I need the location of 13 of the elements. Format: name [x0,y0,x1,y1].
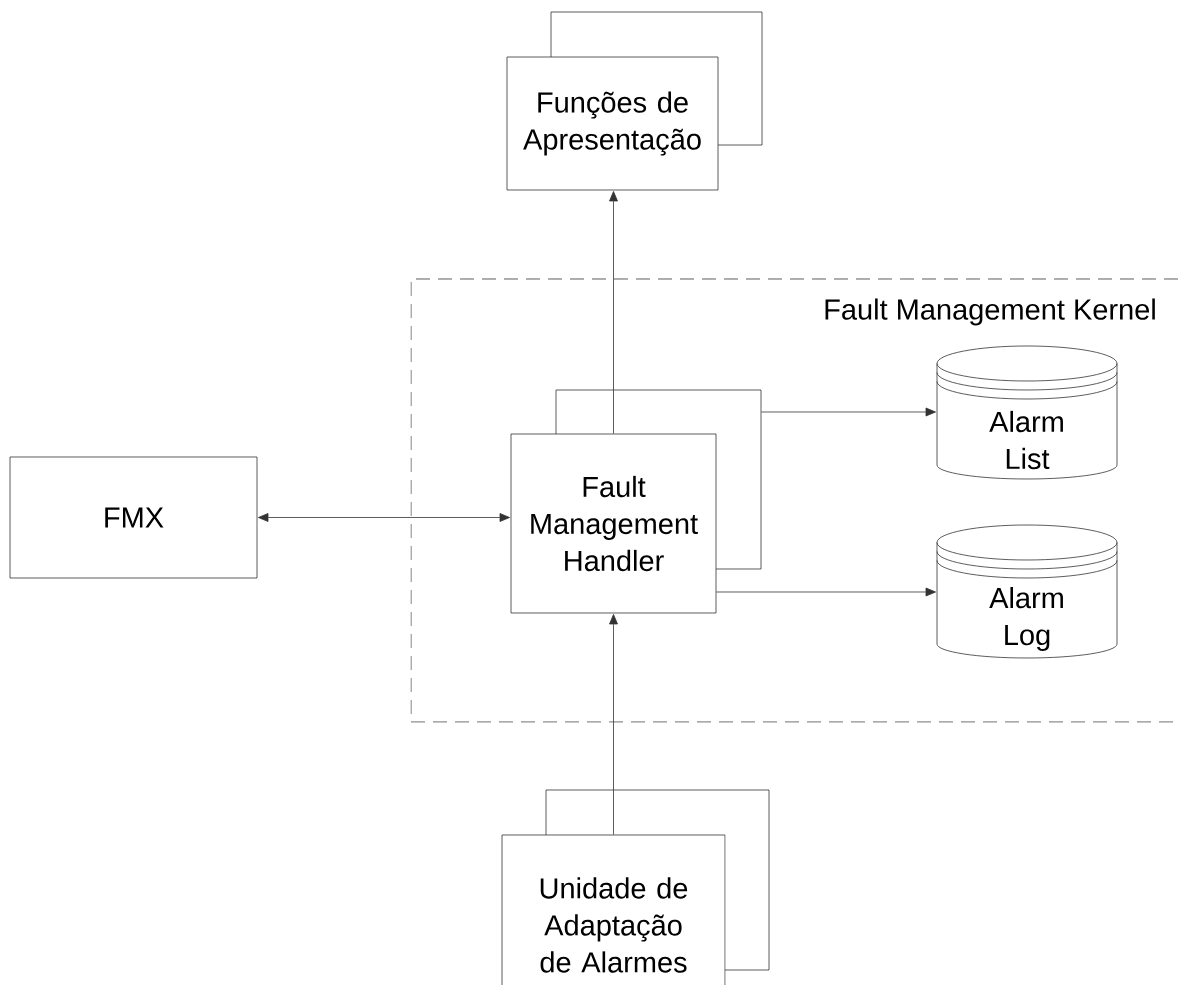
stacked-box: Fault Management Handler [510,389,762,614]
node-label: Alarm List [989,410,1063,470]
arrow [761,407,936,417]
stacked-box: Unidade de Adaptação de Alarmes [501,789,770,985]
node-label: Alarm Log [989,586,1063,652]
arrow [258,513,510,522]
stacked-box: Funções de Apresentação [506,11,763,191]
arrow [716,587,936,597]
arrow [609,614,618,835]
arrow [609,191,618,434]
database-cylinder: Alarm Log [936,524,1118,659]
database-cylinder: Alarm List [936,345,1118,480]
process-box: FMX [9,456,258,579]
